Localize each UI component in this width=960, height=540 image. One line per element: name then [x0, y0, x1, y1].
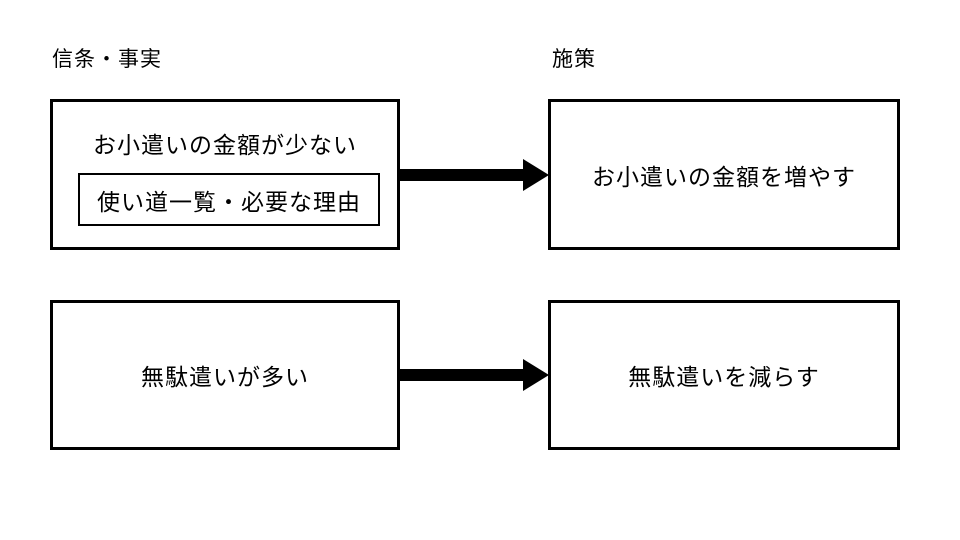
measure-text-increase-allowance: お小遣いの金額を増やす	[592, 164, 856, 190]
column-heading-beliefs: 信条・事実	[52, 47, 162, 71]
measure-box-reduce-waste: 無駄遣いを減らす	[548, 300, 900, 450]
measure-box-increase-allowance: お小遣いの金額を増やす	[548, 99, 900, 250]
measure-text-reduce-waste: 無駄遣いを減らす	[628, 365, 820, 390]
belief-box-allowance: お小遣いの金額が少ない 使い道一覧・必要な理由	[50, 99, 400, 250]
arrow-right-icon	[400, 159, 549, 191]
belief-text-waste: 無駄遣いが多い	[141, 365, 309, 390]
column-heading-measures: 施策	[552, 47, 596, 71]
arrow-right-icon	[400, 359, 549, 391]
belief-note-text: 使い道一覧・必要な理由	[97, 189, 361, 215]
belief-note-box: 使い道一覧・必要な理由	[78, 173, 380, 226]
belief-box-waste: 無駄遣いが多い	[50, 300, 400, 450]
belief-text-allowance: お小遣いの金額が少ない	[93, 133, 357, 158]
